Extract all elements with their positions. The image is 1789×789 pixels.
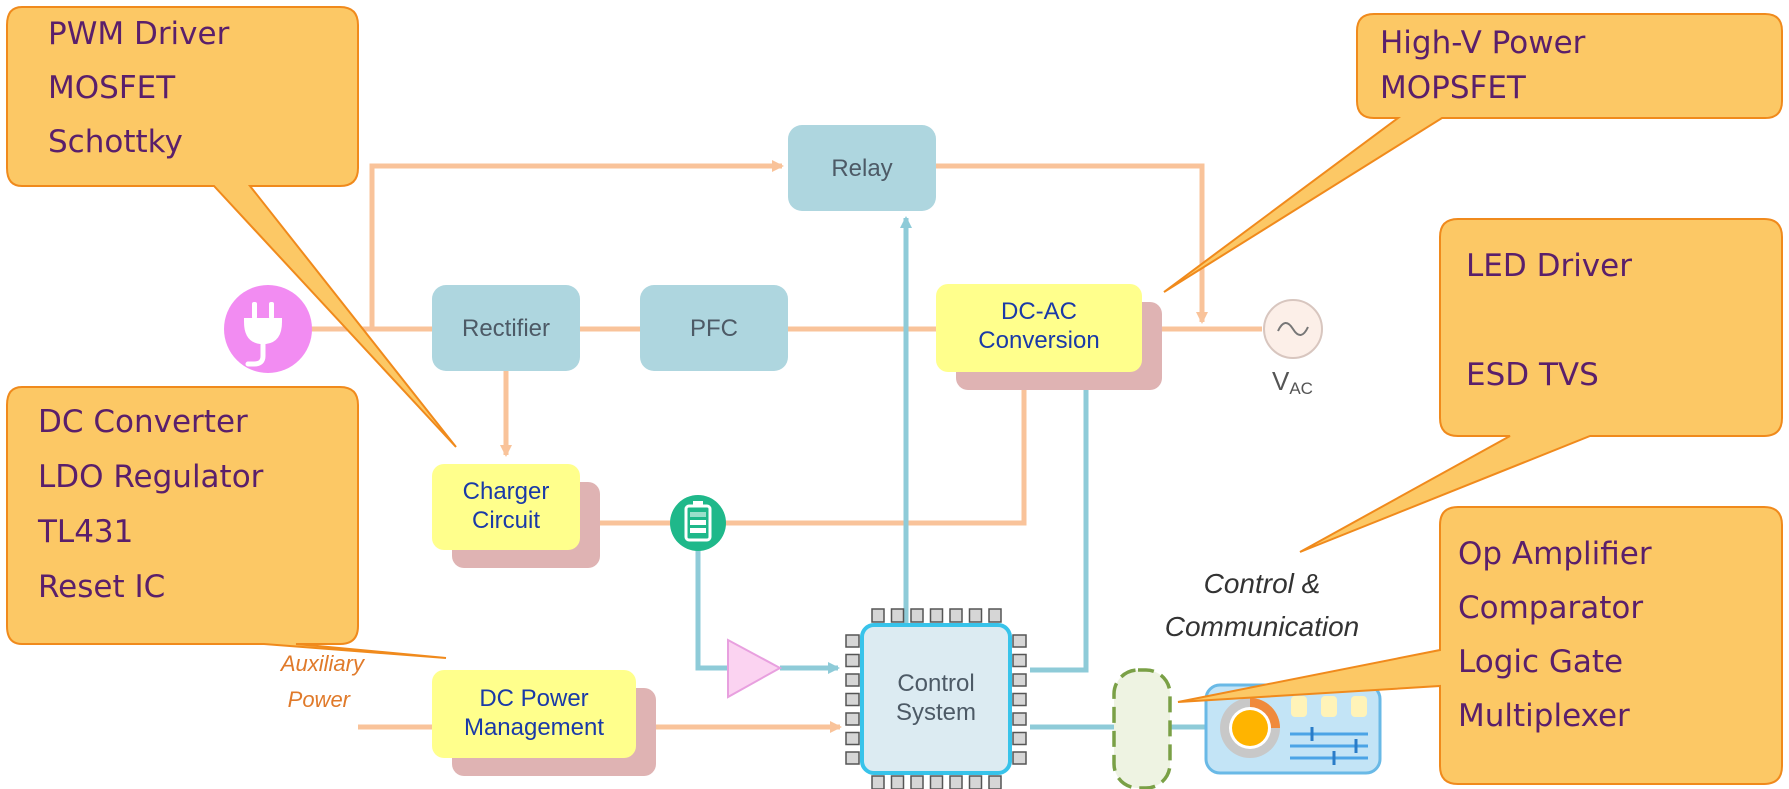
- charger-label-line2: Circuit: [472, 507, 540, 534]
- chip-pin: [845, 692, 860, 707]
- chip-pin: [1012, 653, 1027, 668]
- callout-left-mid-line1: DC Converter: [38, 404, 248, 440]
- relay-input-line: [369, 160, 784, 329]
- chip-pin: [929, 775, 944, 789]
- callout-bottom-right-line2: Comparator: [1458, 590, 1643, 626]
- chip-pin: [845, 673, 860, 687]
- chip-pin: [890, 775, 905, 789]
- chip-pin: [845, 712, 860, 726]
- chip-pin: [1012, 634, 1027, 648]
- aux-power-label-line2: Power: [288, 687, 352, 712]
- chip-pin: [968, 775, 983, 789]
- control-label-line2: System: [896, 699, 976, 726]
- control-label-line1: Control: [897, 670, 974, 697]
- chip-pin: [988, 775, 1002, 789]
- relay-label: Relay: [831, 155, 892, 182]
- vac-label: VAC: [1272, 366, 1313, 398]
- callout-bottom-right-line1: Op Amplifier: [1458, 536, 1652, 572]
- chip-pin: [988, 608, 1002, 623]
- callout-top-right: High-V Power MOPSFET: [1163, 13, 1783, 293]
- battery-to-dcac-line: [600, 375, 1030, 526]
- power-plug-icon: [224, 285, 312, 373]
- ctrl-comm-label-line1: Control &: [1204, 568, 1321, 599]
- callout-left-mid-line3: TL431: [37, 514, 133, 550]
- amplifier-triangle-icon: [727, 638, 783, 699]
- callout-top-right-line1: High-V Power: [1380, 25, 1586, 61]
- rectifier-label: Rectifier: [462, 315, 550, 342]
- chip-pin: [968, 608, 983, 623]
- chip-pin: [1012, 692, 1027, 707]
- dc-power-label-line2: Management: [464, 714, 604, 741]
- dc-power-label-line1: DC Power: [479, 685, 588, 712]
- ac-sine-icon: [1263, 299, 1323, 359]
- chip-pin: [871, 608, 885, 623]
- callout-bottom-right: Op Amplifier Comparator Logic Gate Multi…: [1177, 506, 1783, 785]
- chip-pin: [871, 775, 885, 789]
- callout-top-left-line2: MOSFET: [48, 70, 176, 106]
- callout-bottom-right-line4: Multiplexer: [1458, 698, 1630, 734]
- callout-top-left-line1: PWM Driver: [48, 16, 230, 52]
- relay-block: Relay: [788, 125, 936, 211]
- callout-left-mid-line2: LDO Regulator: [38, 459, 264, 495]
- chip-pin: [890, 608, 905, 623]
- dcac-label-line2: Conversion: [978, 327, 1099, 354]
- chip-pin: [1012, 731, 1027, 746]
- callout-left-mid: DC Converter LDO Regulator TL431 Reset I…: [6, 386, 447, 659]
- callout-right-mid-line2: ESD TVS: [1466, 357, 1599, 393]
- chip-pin: [845, 653, 860, 668]
- chip-pin: [845, 731, 860, 746]
- control-to-dcac-line: [1030, 375, 1092, 673]
- chip-pin: [910, 775, 924, 789]
- control-panel-icon: [1204, 683, 1382, 775]
- power-lines: [272, 160, 1262, 733]
- chip-pin: [845, 751, 860, 765]
- chip-pin: [845, 634, 860, 648]
- chip-pin: [929, 608, 944, 623]
- callout-top-left-line3: Schottky: [48, 124, 183, 160]
- chip-pin: [1012, 751, 1027, 765]
- callout-right-mid-line1: LED Driver: [1466, 248, 1632, 284]
- chip-pin: [910, 608, 924, 623]
- callout-top-right-line2: MOPSFET: [1380, 70, 1527, 106]
- microcontroller-chip-icon: Control System: [845, 608, 1027, 789]
- relay-output-line: [936, 163, 1208, 324]
- dc-power-block: DC Power Management: [432, 670, 656, 776]
- chip-pin: [949, 608, 963, 623]
- pfc-block: PFC: [640, 285, 788, 371]
- callout-bottom-right-line3: Logic Gate: [1458, 644, 1623, 680]
- battery-icon: [670, 495, 726, 551]
- rectifier-block: Rectifier: [432, 285, 580, 371]
- charger-block: Charger Circuit: [432, 464, 600, 568]
- chip-pin: [949, 775, 963, 789]
- aux-power-label-line1: Auxiliary: [279, 651, 366, 676]
- chip-pin: [1012, 712, 1027, 726]
- charger-label-line1: Charger: [463, 478, 550, 505]
- dcac-block: DC-AC Conversion: [936, 284, 1162, 390]
- callout-right-mid: LED Driver ESD TVS: [1299, 218, 1783, 553]
- callout-top-left: PWM Driver MOSFET Schottky: [6, 6, 457, 448]
- callout-left-mid-line4: Reset IC: [38, 569, 165, 605]
- connector-icon: [1112, 668, 1172, 789]
- dcac-label-line1: DC-AC: [1001, 298, 1077, 325]
- battery-to-amp-line: [695, 545, 730, 671]
- ctrl-comm-label-line2: Communication: [1165, 611, 1360, 642]
- pfc-label: PFC: [690, 315, 738, 342]
- chip-pin: [1012, 673, 1027, 687]
